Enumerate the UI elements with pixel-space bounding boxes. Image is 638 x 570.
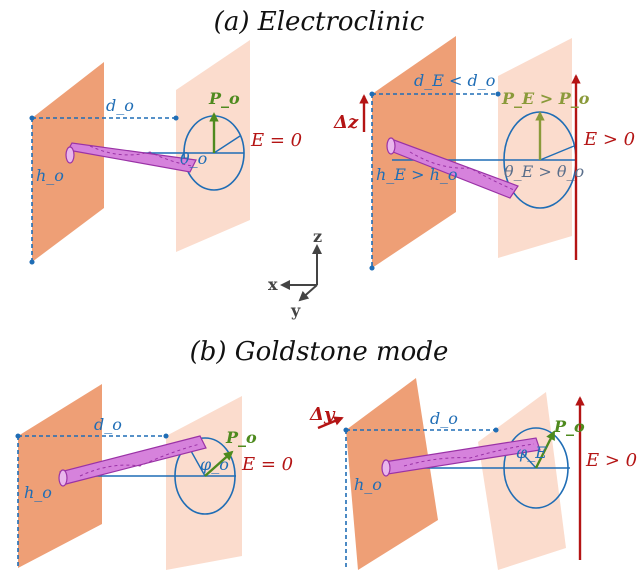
p-label: P_o xyxy=(225,428,257,447)
polarization-vector xyxy=(204,450,234,477)
d-label: d_o xyxy=(106,96,134,115)
left-plate xyxy=(346,378,438,570)
p-label: P_E > P_o xyxy=(501,89,590,108)
h-label: h_E > h_o xyxy=(376,165,458,184)
y-axis xyxy=(298,284,318,302)
field-label: E > 0 xyxy=(583,129,635,150)
phi-label: φ_E xyxy=(516,443,547,462)
y-axis-label: y xyxy=(290,301,301,320)
delta-y-arrow xyxy=(317,416,344,430)
p-label: P_o xyxy=(208,89,240,108)
radius-line xyxy=(539,145,575,161)
delta-z-label: Δz xyxy=(333,112,359,133)
panel-b-right: d_o h_o P_o φ_E E > 0 Δy xyxy=(309,378,637,570)
right-plate xyxy=(478,392,566,570)
z-axis-label: z xyxy=(313,227,322,246)
theta-label: θ_E > θ_o xyxy=(504,162,584,181)
molecule-rod xyxy=(381,437,541,477)
delta-y-label: Δy xyxy=(309,404,336,425)
right-plate xyxy=(498,38,572,258)
phi-label: φ_o xyxy=(200,455,229,474)
d-label: d_o xyxy=(430,409,458,428)
panel-a-right: d_E < d_o h_E > h_o P_E > P_o θ_E > θ_o … xyxy=(333,36,635,271)
h-label: h_o xyxy=(24,483,52,502)
molecule-rod xyxy=(65,142,197,173)
title-b: (b) Goldstone mode xyxy=(190,337,449,367)
panel-a-left: d_o h_o P_o θ_o E = 0 xyxy=(29,40,302,265)
field-label: E = 0 xyxy=(241,454,293,475)
radius-line xyxy=(213,135,241,154)
molecule-rod xyxy=(386,137,519,199)
theta-label: θ_o xyxy=(180,149,207,168)
title-a: (a) Electroclinic xyxy=(214,7,425,37)
d-label: d_o xyxy=(94,415,122,434)
polarization-vector xyxy=(534,430,556,469)
field-label: E > 0 xyxy=(585,450,637,471)
x-axis-label: x xyxy=(268,275,278,294)
right-plate xyxy=(166,396,242,570)
axes-triad: z x y xyxy=(268,227,322,320)
field-label: E = 0 xyxy=(250,130,302,151)
panel-b-left: d_o h_o P_o φ_o E = 0 xyxy=(15,384,293,570)
d-label: d_E < d_o xyxy=(414,71,495,90)
p-label: P_o xyxy=(553,417,585,436)
h-label: h_o xyxy=(354,475,382,494)
h-label: h_o xyxy=(36,166,64,185)
molecule-rod xyxy=(58,435,207,487)
